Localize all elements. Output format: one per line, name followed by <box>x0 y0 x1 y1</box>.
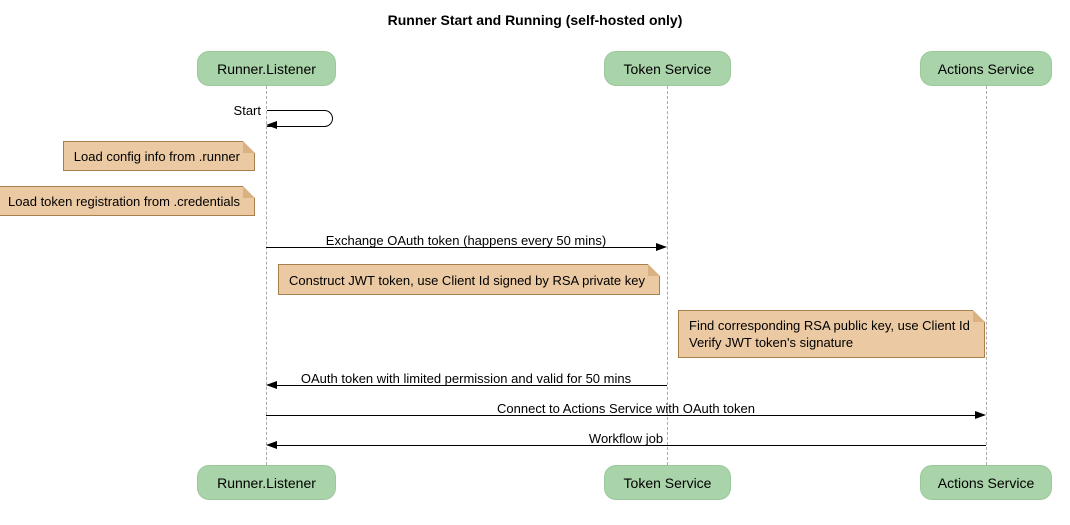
message-exchange-oauth-line <box>266 247 658 248</box>
note-construct-jwt-text: Construct JWT token, use Client Id signe… <box>289 273 645 288</box>
participant-runner-listener-top: Runner.Listener <box>197 51 336 86</box>
note-verify-jwt-line2: Verify JWT token's signature <box>689 335 854 350</box>
participant-actions-service-top: Actions Service <box>920 51 1052 86</box>
note-verify-jwt: Find corresponding RSA public key, use C… <box>678 310 985 358</box>
message-exchange-oauth-label: Exchange OAuth token (happens every 50 m… <box>325 233 607 248</box>
participant-runner-listener-bottom: Runner.Listener <box>197 465 336 500</box>
lifeline-actions-service <box>986 86 987 465</box>
message-oauth-token-arrowhead-icon <box>266 381 277 389</box>
message-exchange-oauth-arrowhead-icon <box>656 243 667 251</box>
note-load-token-registration: Load token registration from .credential… <box>0 186 255 216</box>
lifeline-token-service <box>667 86 668 465</box>
message-oauth-token-label: OAuth token with limited permission and … <box>300 371 632 386</box>
diagram-title: Runner Start and Running (self-hosted on… <box>387 12 683 28</box>
message-workflow-job-label: Workflow job <box>588 431 664 446</box>
message-start-label: Start <box>233 103 261 118</box>
participant-token-service-top: Token Service <box>604 51 731 86</box>
message-connect-actions-line <box>266 415 977 416</box>
message-connect-actions-arrowhead-icon <box>975 411 986 419</box>
lifeline-runner-listener <box>266 86 267 465</box>
message-workflow-job-arrowhead-icon <box>266 441 277 449</box>
note-load-token-registration-text: Load token registration from .credential… <box>8 194 240 209</box>
note-load-config-text: Load config info from .runner <box>73 149 240 164</box>
message-start-arrowhead-icon <box>266 121 277 129</box>
message-start-loop-arrow <box>267 110 333 127</box>
message-workflow-job-line <box>276 445 986 446</box>
participant-token-service-bottom: Token Service <box>604 465 731 500</box>
participant-actions-service-bottom: Actions Service <box>920 465 1052 500</box>
message-oauth-token-line <box>276 385 667 386</box>
note-load-config: Load config info from .runner <box>62 141 256 171</box>
message-connect-actions-label: Connect to Actions Service with OAuth to… <box>497 401 755 416</box>
note-verify-jwt-line1: Find corresponding RSA public key, use C… <box>689 318 970 333</box>
note-construct-jwt: Construct JWT token, use Client Id signe… <box>278 264 660 295</box>
